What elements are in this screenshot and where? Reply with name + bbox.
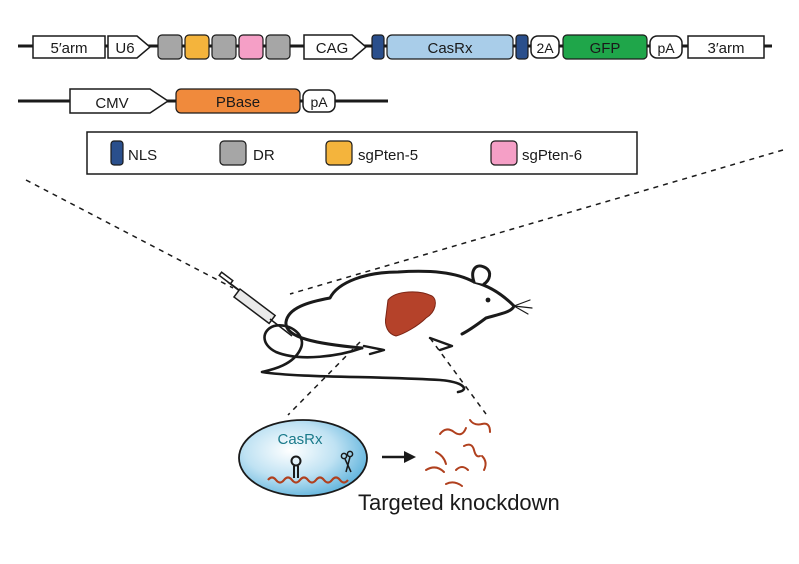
- arm5-box: [32, 35, 106, 59]
- syringe-barrel: [232, 287, 277, 325]
- zoom-guides: [25, 149, 784, 416]
- rna-fragment-6: [455, 466, 469, 471]
- mouse-tail: [260, 324, 466, 394]
- legend-nls-label: NLS: [128, 147, 157, 164]
- u6-label: U6: [115, 40, 134, 57]
- guide-cell-left: [287, 341, 361, 416]
- arrow-icon: [382, 451, 416, 463]
- dr-block-3: [265, 34, 291, 60]
- hairpin-loop: [290, 455, 302, 467]
- rna-fragment-7: [481, 455, 487, 471]
- construct-2: CMV PBase pA: [18, 88, 388, 114]
- legend-dr-swatch: [219, 140, 247, 166]
- pbase-block: [175, 88, 301, 114]
- legend-box: [86, 131, 638, 175]
- scissors-icon: [340, 450, 354, 473]
- legend-dr-label: DR: [253, 147, 275, 164]
- pa-label-2: pA: [310, 94, 328, 110]
- gfp-label: GFP: [590, 40, 621, 57]
- scissors-handle-2: [346, 450, 354, 458]
- arm5-label: 5′arm: [51, 40, 88, 57]
- t2a-label: 2A: [536, 40, 554, 56]
- arm3-label: 3′arm: [708, 40, 745, 57]
- guide-rna-right: [429, 337, 487, 415]
- caption-text: Targeted knockdown: [358, 490, 560, 515]
- target-rna-strand: [267, 476, 349, 484]
- construct-1: 5′arm U6 CAG CasRx 2A GFP pA 3′arm: [18, 34, 772, 60]
- mouse-hind-paw: [362, 344, 386, 356]
- nls-block-1: [371, 34, 385, 60]
- syringe-plunger-head: [218, 271, 234, 285]
- rna-fragment-5: [425, 466, 445, 473]
- legend-sg6-label: sgPten-6: [522, 147, 582, 164]
- cag-label: CAG: [316, 40, 349, 57]
- mouse-whiskers: [513, 299, 533, 315]
- gfp-block: [562, 34, 648, 60]
- cmv-promoter-arrow: [69, 88, 170, 114]
- mouse-body-outline: [284, 269, 516, 350]
- dr-block-1: [157, 34, 183, 60]
- casrx-block: [386, 34, 514, 60]
- rna-fragments: [425, 419, 491, 487]
- sgpten5-block: [184, 34, 210, 60]
- legend: NLS DR sgPten-5 sgPten-6: [86, 131, 638, 175]
- scissors-blade-2: [345, 456, 351, 473]
- scissors-handle-1: [340, 452, 348, 460]
- arrow-head: [404, 451, 416, 463]
- legend-sg6-swatch: [490, 140, 518, 166]
- legend-nls-swatch: [110, 140, 124, 166]
- u6-promoter-arrow: [107, 35, 152, 59]
- rna-fragment-3: [435, 451, 447, 465]
- t2a-box: [530, 35, 560, 59]
- liver-icon: [385, 291, 436, 337]
- casrx-label: CasRx: [427, 40, 473, 57]
- rna-fragment-2: [469, 419, 491, 433]
- sgpten6-block: [238, 34, 264, 60]
- mouse-ear: [471, 264, 492, 286]
- pa-label-1: pA: [657, 40, 675, 56]
- syringe-icon: [218, 271, 293, 337]
- arm3-box: [687, 35, 765, 59]
- guide-left: [25, 179, 234, 289]
- legend-sg5-label: sgPten-5: [358, 147, 418, 164]
- syringe-needle: [269, 318, 293, 337]
- dr-block-2: [211, 34, 237, 60]
- cag-promoter-arrow: [303, 34, 368, 60]
- rna-fragment-1: [439, 427, 467, 436]
- pa-box-2: [302, 89, 336, 113]
- pa-box-1: [649, 35, 683, 59]
- pbase-label: PBase: [216, 94, 260, 111]
- legend-sg5-swatch: [325, 140, 353, 166]
- rna-fragment-4: [463, 443, 481, 458]
- cmv-label: CMV: [95, 95, 128, 112]
- hairpin-icon: [290, 455, 302, 478]
- cell-casrx-label: CasRx: [277, 431, 323, 448]
- mouse-icon: [260, 264, 533, 394]
- rna-fragment-8: [445, 481, 463, 487]
- nls-block-2: [515, 34, 529, 60]
- mouse-eye: [485, 297, 491, 303]
- mouse-front-paw: [428, 336, 454, 352]
- cell: CasRx: [238, 419, 368, 497]
